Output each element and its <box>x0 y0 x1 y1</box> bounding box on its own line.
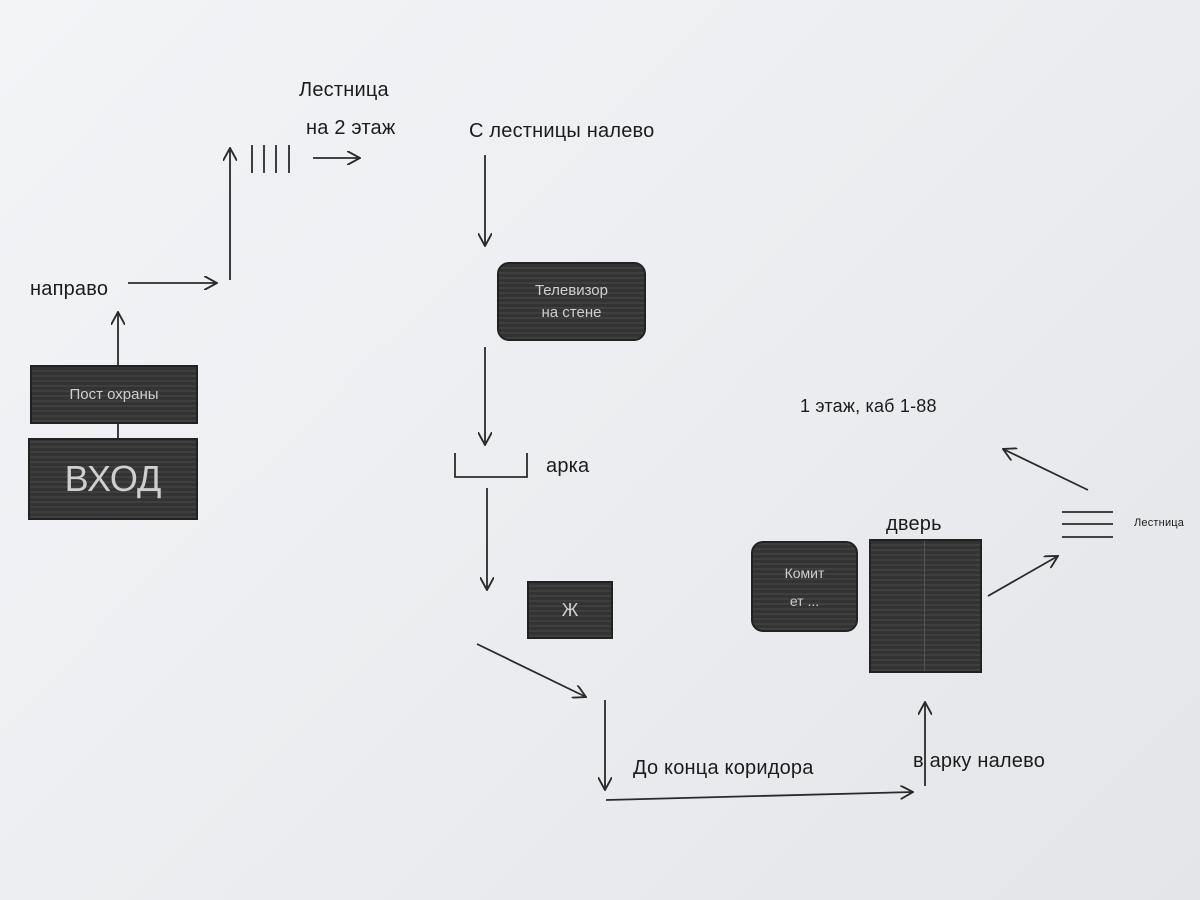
floor-room-label: 1 этаж, каб 1-88 <box>800 396 937 416</box>
guard-post-box: Пост охраны <box>30 365 198 424</box>
stairs-right-label: Лестница <box>1134 517 1185 529</box>
tv-box: Телевизор на стене <box>497 262 646 341</box>
arrow-to-first-floor <box>1003 449 1089 491</box>
from-stairs-label: С лестницы налево <box>469 120 655 142</box>
arch-icon <box>454 453 528 478</box>
arrow-to-stairs-right <box>987 556 1058 597</box>
arch-label: арка <box>546 455 590 477</box>
stairs-icon-right <box>1062 511 1113 538</box>
door-split-line <box>924 541 925 671</box>
stairs-title-label: Лестница <box>299 79 389 101</box>
into-arch-label: в арку налево <box>913 750 1046 772</box>
corridor-label: До конца коридора <box>633 757 814 779</box>
right-label: направо <box>30 278 109 300</box>
stairs-floor-label: на 2 этаж <box>306 117 396 139</box>
committee-label-line1: Комит <box>784 564 825 581</box>
tv-label-line1: Телевизор <box>534 281 608 299</box>
arrow-diagonal-down <box>476 643 586 697</box>
arrow-corridor <box>605 792 913 801</box>
committee-box: Комит ет ... <box>751 541 858 632</box>
womens-restroom-box: Ж <box>527 581 613 639</box>
stairs-icon-left <box>251 145 290 173</box>
tv-label-line2: на стене <box>541 303 602 321</box>
guard-post-label: Пост охраны <box>69 386 159 403</box>
committee-label-line2: ет ... <box>789 592 820 609</box>
door-label: дверь <box>886 513 942 535</box>
door-box <box>869 539 982 673</box>
entrance-box: ВХОД <box>28 438 198 520</box>
womens-restroom-label: Ж <box>561 599 579 620</box>
entrance-label: ВХОД <box>64 458 162 499</box>
